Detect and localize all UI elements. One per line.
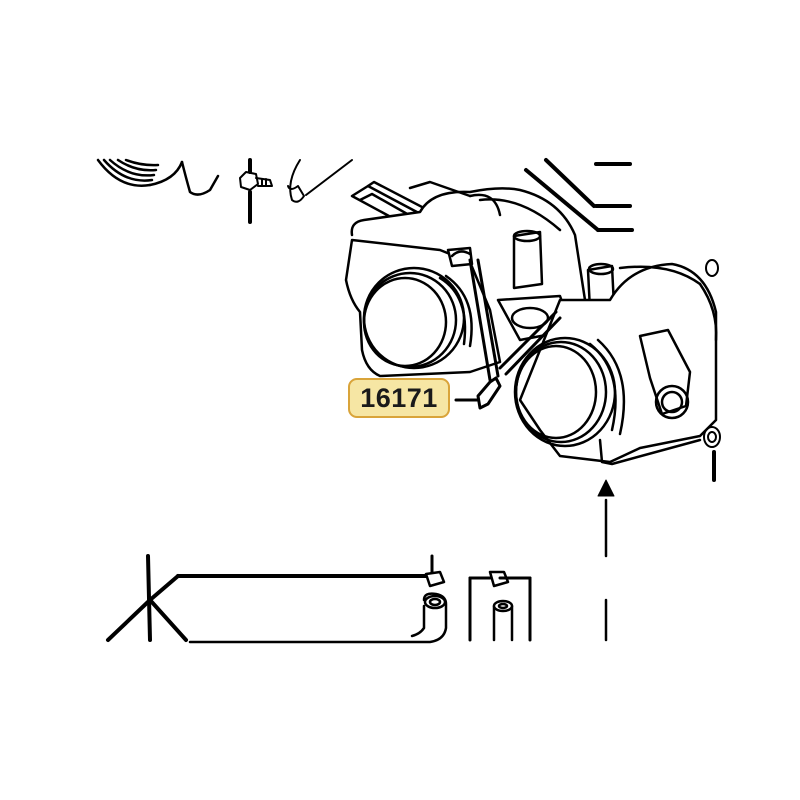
bolt-part (239, 158, 273, 224)
spring-part (96, 158, 220, 196)
clip-part (287, 159, 353, 203)
direction-arrow (597, 479, 615, 642)
lower-hose-assembly (106, 554, 432, 642)
leader-lines-top-right (524, 158, 634, 232)
hose-fitting-right (468, 570, 532, 642)
hose-fitting-left (188, 554, 448, 644)
throttle-body-part (344, 180, 718, 466)
part-number-callout[interactable]: 16171 (348, 378, 450, 418)
vacuum-hose-part (454, 258, 562, 410)
right-edge-fittings (703, 259, 721, 482)
